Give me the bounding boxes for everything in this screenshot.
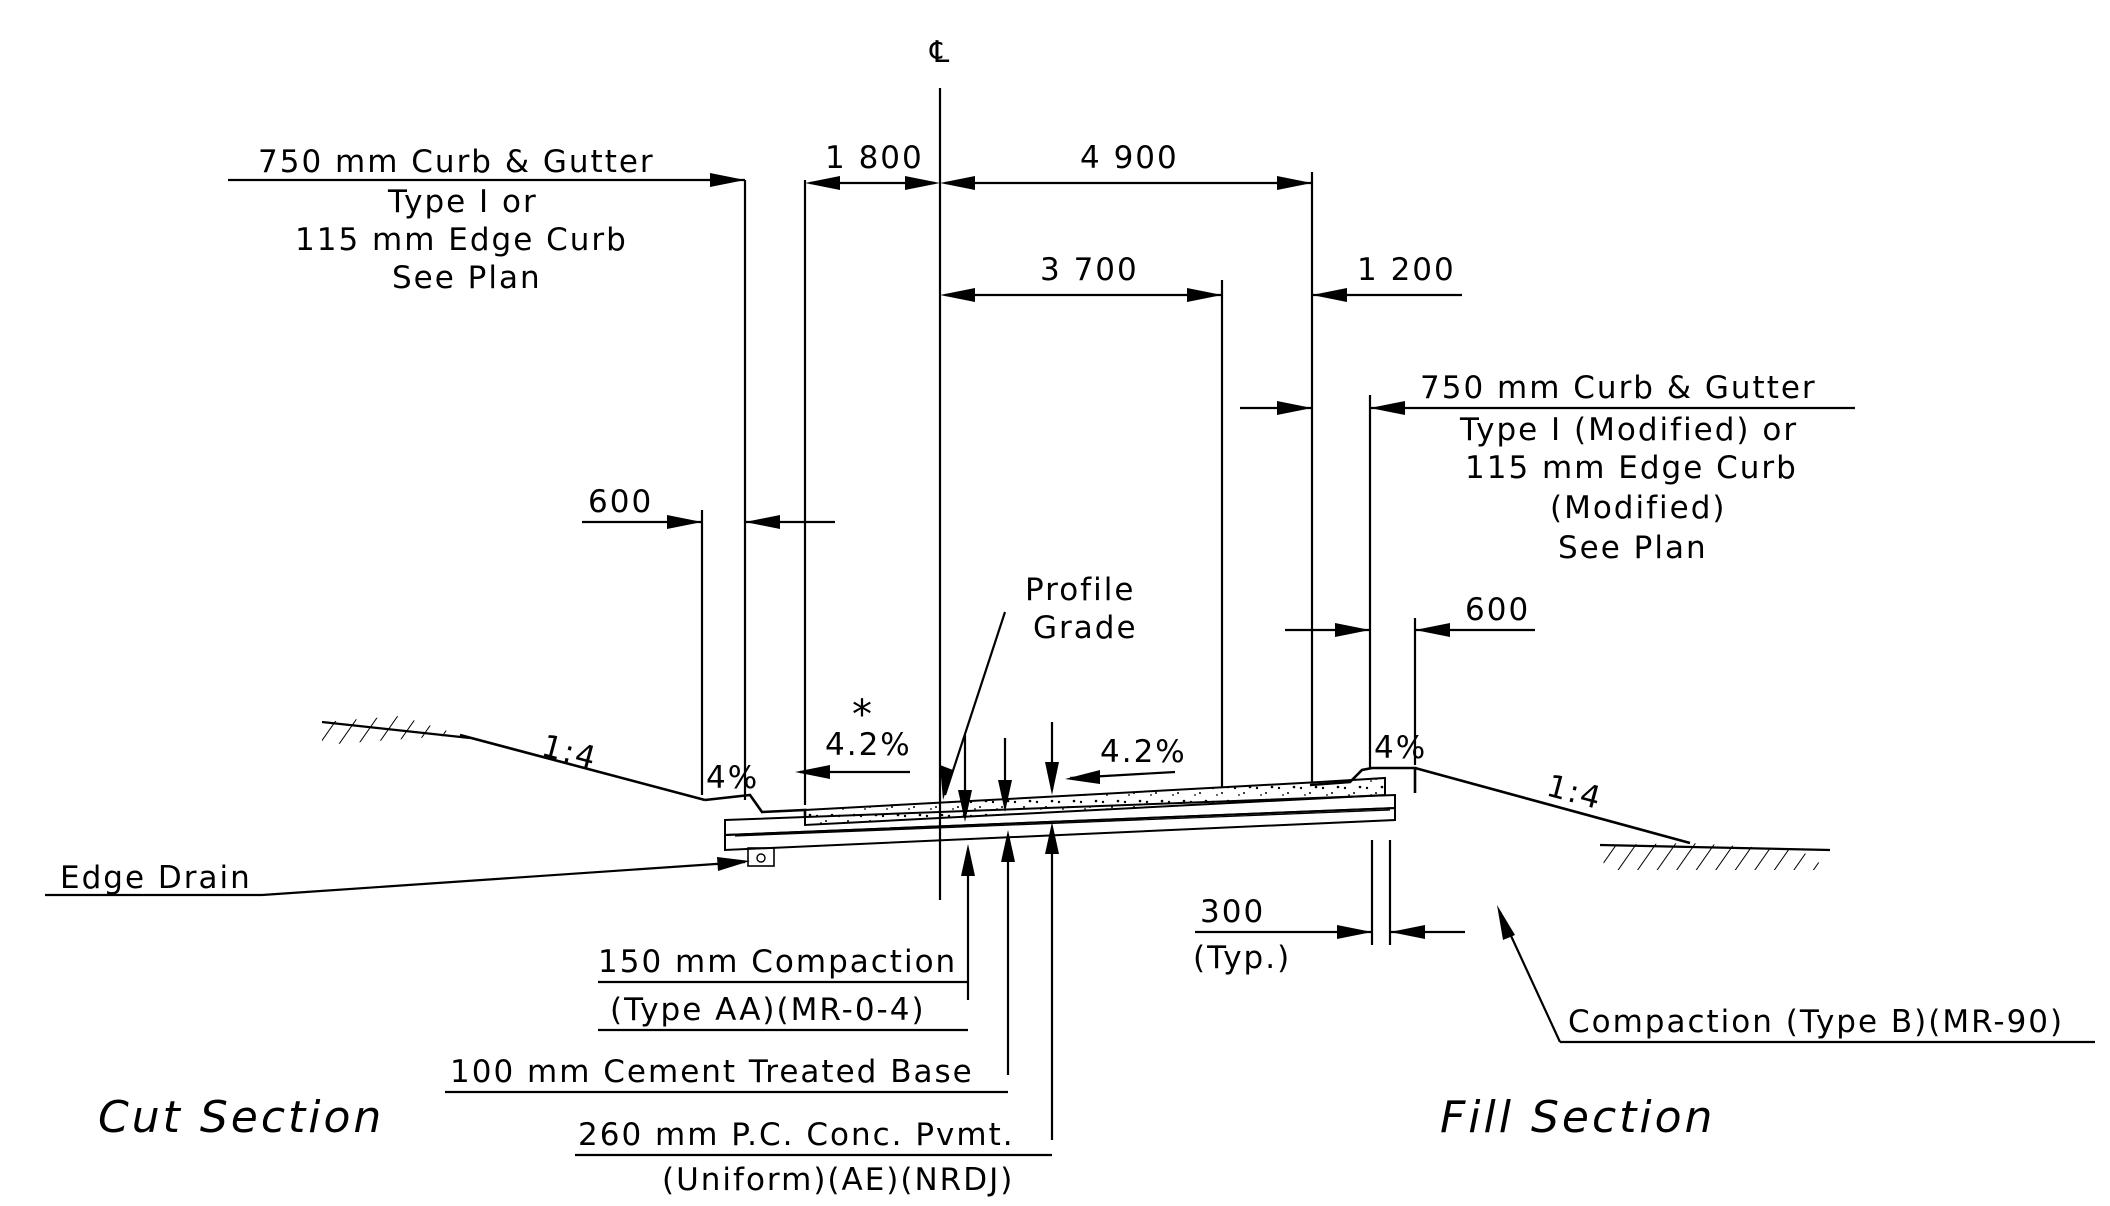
- cross-slope-left: 4.2% *: [795, 692, 912, 779]
- svg-text:(Type AA)(MR-0-4): (Type AA)(MR-0-4): [610, 992, 926, 1028]
- svg-text:See Plan: See Plan: [392, 260, 542, 296]
- svg-text:750 mm Curb & Gutter: 750 mm Curb & Gutter: [1420, 370, 1817, 406]
- svg-text:115 mm Edge Curb: 115 mm Edge Curb: [1465, 450, 1798, 486]
- compaction-b-callout: Compaction (Type B)(MR-90): [1497, 905, 2095, 1044]
- svg-text:100 mm Cement Treated Base: 100 mm Cement Treated Base: [450, 1054, 974, 1090]
- compaction-aa-callout: 150 mm Compaction (Type AA)(MR-0-4): [598, 944, 968, 1032]
- dim-1200-label: 1 200: [1357, 252, 1456, 288]
- cut-section-title: Cut Section: [98, 1092, 384, 1143]
- svg-text:Edge Drain: Edge Drain: [60, 860, 252, 896]
- svg-text:Grade: Grade: [1033, 610, 1138, 646]
- left-curb-note: 750 mm Curb & Gutter Type I or 115 mm Ed…: [228, 144, 747, 800]
- centerline: ℄: [929, 35, 949, 900]
- right-side-slope: 1:4: [1414, 766, 1831, 870]
- svg-text:Profile: Profile: [1025, 572, 1135, 608]
- pavement-structure: [704, 766, 1417, 867]
- ctb-callout: 100 mm Cement Treated Base: [445, 1054, 1008, 1094]
- svg-text:115 mm Edge Curb: 115 mm Edge Curb: [295, 222, 628, 258]
- dim-4900: 4 900: [940, 140, 1314, 782]
- right-curb-note: 750 mm Curb & Gutter Type I (Modified) o…: [1368, 370, 1855, 768]
- svg-text:4.2%: 4.2%: [1100, 734, 1187, 770]
- dim-600-right-label: 600: [1465, 592, 1530, 628]
- svg-text:300: 300: [1200, 894, 1265, 930]
- dim-3700: 3 700: [940, 252, 1224, 788]
- dim-600-right: 600: [1285, 592, 1535, 765]
- left-gutter-slope: 4%: [706, 760, 759, 796]
- dim-1800: 1 800: [803, 140, 940, 805]
- dim-1200: 1 200: [1240, 252, 1462, 415]
- svg-text:(Modified): (Modified): [1550, 490, 1726, 526]
- svg-text:750 mm Curb & Gutter: 750 mm Curb & Gutter: [258, 144, 655, 180]
- cross-slope-right: 4.2%: [1065, 734, 1187, 784]
- left-side-slope: 1:4: [321, 716, 706, 802]
- dim-300: 300 (Typ.): [1193, 840, 1465, 976]
- svg-text:260 mm P.C. Conc. Pvmt.: 260 mm P.C. Conc. Pvmt.: [578, 1117, 1015, 1153]
- left-side-slope-label: 1:4: [538, 728, 601, 777]
- fill-section-title: Fill Section: [1440, 1092, 1715, 1143]
- svg-text:Type I or: Type I or: [387, 184, 538, 220]
- dim-3700-label: 3 700: [1040, 252, 1139, 288]
- dim-600-left-label: 600: [588, 484, 653, 520]
- right-side-slope-label: 1:4: [1543, 768, 1606, 817]
- dim-4900-label: 4 900: [1080, 140, 1179, 176]
- layer-arrows: [958, 722, 1059, 1140]
- svg-text:(Typ.): (Typ.): [1193, 940, 1291, 976]
- baseline-symbol: ℄: [929, 35, 949, 70]
- svg-text:4.2%: 4.2%: [825, 727, 912, 763]
- right-gutter-slope: 4%: [1374, 730, 1427, 766]
- svg-text:(Uniform)(AE)(NRDJ): (Uniform)(AE)(NRDJ): [662, 1162, 1014, 1198]
- svg-text:150 mm Compaction: 150 mm Compaction: [598, 944, 957, 980]
- pcc-callout: 260 mm P.C. Conc. Pvmt. (Uniform)(AE)(NR…: [575, 1117, 1052, 1198]
- svg-text:*: *: [852, 692, 872, 738]
- dim-600-left: 600: [582, 484, 835, 795]
- dim-1800-label: 1 800: [825, 140, 924, 176]
- svg-text:Type I (Modified) or: Type I (Modified) or: [1459, 412, 1798, 448]
- profile-grade-callout: Profile Grade: [940, 572, 1138, 800]
- edge-drain-callout: Edge Drain: [45, 857, 750, 897]
- svg-text:See Plan: See Plan: [1558, 530, 1708, 566]
- svg-text:Compaction (Type B)(MR-90): Compaction (Type B)(MR-90): [1568, 1004, 2064, 1040]
